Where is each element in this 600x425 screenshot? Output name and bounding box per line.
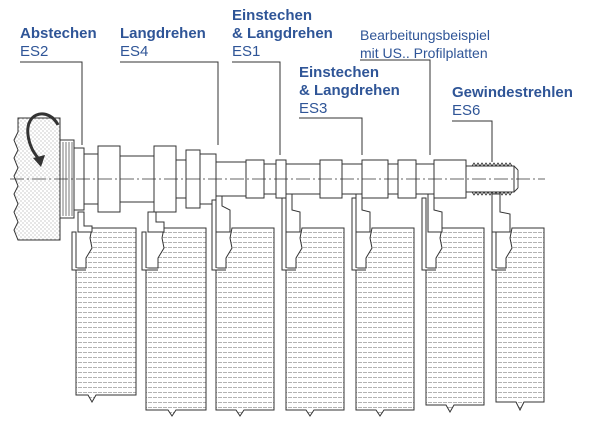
label-es4: Langdrehen ES4 xyxy=(120,25,206,61)
tool-holder-3 xyxy=(211,199,275,417)
label-es1-code: ES1 xyxy=(232,43,261,60)
label-es2-code: ES2 xyxy=(20,43,49,60)
label-es4-code: ES4 xyxy=(120,43,149,60)
label-es3-code: ES3 xyxy=(299,100,328,117)
label-es1: Einstechen & Langdrehen ES1 xyxy=(232,7,333,61)
cutting-inserts xyxy=(77,193,511,233)
tool-holder-6 xyxy=(421,197,485,414)
label-es6-title: Gewindestrehlen xyxy=(452,84,573,101)
label-es4-title: Langdrehen xyxy=(120,25,206,42)
label-es1-title-line1: Einstechen xyxy=(232,7,313,24)
label-es1-title-line2: & Langdrehen xyxy=(232,25,333,42)
tool-holder-1 xyxy=(71,227,137,404)
label-example: Bearbeitungsbeispiel mit US.. Profilplat… xyxy=(360,26,490,62)
thread-profile xyxy=(471,162,519,196)
label-es2-title: Abstechen xyxy=(20,25,97,42)
label-es3: Einstechen & Langdrehen ES3 xyxy=(299,64,400,118)
label-example-line2: mit US.. Profilplatten xyxy=(360,45,488,61)
label-example-line1: Bearbeitungsbeispiel xyxy=(360,27,490,43)
label-es6: Gewindestrehlen ES6 xyxy=(452,84,573,120)
tool-holders xyxy=(71,195,545,417)
label-es3-title-line1: Einstechen xyxy=(299,64,380,81)
label-es3-title-line2: & Langdrehen xyxy=(299,82,400,99)
label-es2: Abstechen ES2 xyxy=(20,25,97,61)
leader-lines xyxy=(20,59,493,162)
workpiece-shaft xyxy=(73,145,515,213)
tool-holder-2 xyxy=(141,227,207,417)
label-es6-code: ES6 xyxy=(452,102,481,119)
curved-arrow-icon xyxy=(26,112,60,167)
